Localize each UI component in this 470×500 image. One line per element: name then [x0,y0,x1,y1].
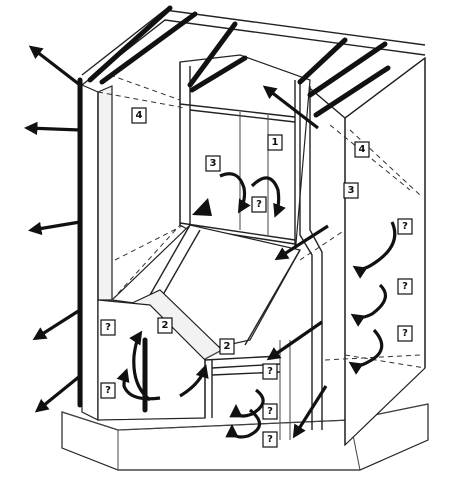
label-q-right2: ? [397,278,413,295]
svg-text:3: 3 [210,158,217,169]
svg-text:?: ? [402,221,408,232]
label-2a: 2 [157,317,173,334]
label-q-right3: ? [397,325,413,342]
curl-arrows [116,172,397,439]
label-q-left1: ? [100,319,116,336]
right-divider [279,80,323,440]
svg-text:?: ? [267,366,273,377]
svg-text:3: 3 [348,185,355,196]
right-wall [344,56,426,447]
svg-text:1: 1 [272,137,279,148]
label-1: 1 [267,134,283,151]
svg-text:?: ? [267,406,273,417]
label-4b: 4 [354,141,370,158]
svg-text:2: 2 [224,341,231,352]
svg-text:4: 4 [136,110,143,121]
label-2b: 2 [219,338,235,355]
svg-text:?: ? [105,385,111,396]
airflow-arrows [23,45,329,439]
label-q-low2: ? [262,403,278,420]
label-4a: 4 [131,107,147,124]
thick-bars [77,5,391,413]
svg-text:?: ? [402,281,408,292]
svg-text:4: 4 [359,144,366,155]
svg-text:?: ? [105,322,111,333]
svg-text:?: ? [402,328,408,339]
label-q-center: ? [251,196,267,213]
svg-text:?: ? [267,434,273,445]
sloped-ramp [110,224,301,351]
label-3b: 3 [343,182,359,199]
label-3a: 3 [205,155,221,172]
hidden-edges [97,74,426,369]
label-q-right1: ? [397,218,413,235]
svg-text:2: 2 [162,320,169,331]
label-q-low3: ? [262,431,278,448]
svg-text:?: ? [256,199,262,210]
label-q-low1: ? [262,363,278,380]
label-q-left2: ? [100,382,116,399]
